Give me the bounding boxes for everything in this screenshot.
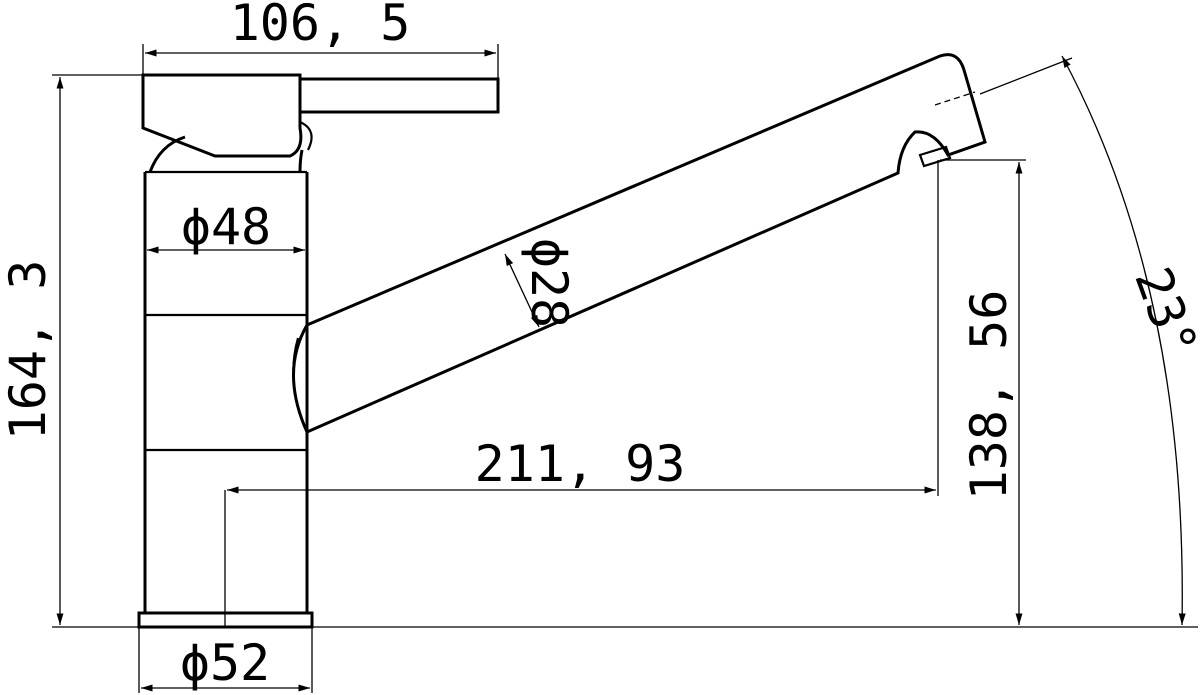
spout-angle-label: 23° <box>1123 260 1200 365</box>
spout-height-label: 138, 56 <box>960 290 1018 501</box>
base-diameter-label: ϕ52 <box>180 634 270 692</box>
spout-reach-label: 211, 93 <box>475 435 686 493</box>
faucet-outline <box>137 53 987 629</box>
body-dome <box>148 135 186 173</box>
aerator <box>918 145 952 168</box>
spout <box>306 53 987 434</box>
body-diameter-label: ϕ48 <box>181 198 271 256</box>
handle-width-label: 106, 5 <box>230 0 411 52</box>
total-height-label: 164, 3 <box>0 260 57 441</box>
dimension-lines <box>52 44 1198 693</box>
spout-diameter-label: ϕ28 <box>520 238 578 328</box>
handle-block <box>141 73 303 158</box>
handle-lever <box>300 77 500 114</box>
